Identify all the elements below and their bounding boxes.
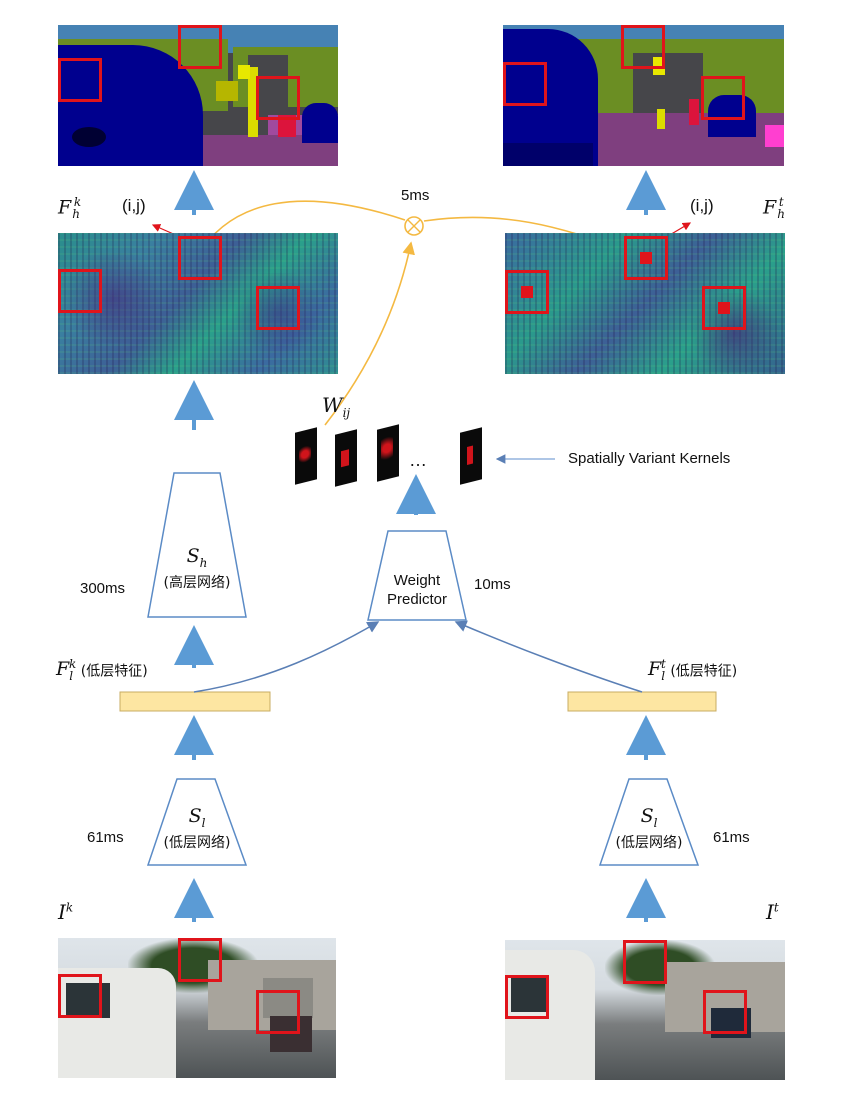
segmentation-map-left — [58, 25, 338, 166]
label-i-k: Ik — [58, 900, 74, 924]
timing-weight-predictor: 10ms — [474, 576, 511, 593]
kernel-n — [460, 427, 482, 485]
region-box — [58, 974, 102, 1018]
region-box — [703, 990, 747, 1034]
region-box — [256, 76, 300, 120]
kernel-2 — [335, 429, 357, 487]
feature-map-left — [58, 233, 338, 374]
feature-bar-left — [119, 691, 271, 712]
connector-flk-to-wp — [193, 621, 380, 693]
sl-right-label: Sl (低层网络) — [615, 805, 683, 851]
region-box — [58, 269, 102, 313]
region-box — [178, 236, 222, 280]
feature-bar-right — [567, 691, 717, 712]
feature-map-right — [505, 233, 785, 374]
input-frame-right — [505, 940, 785, 1080]
label-fl-k: Flk (低层特征) — [56, 657, 148, 684]
region-box — [178, 25, 222, 69]
warped-pixel — [521, 286, 533, 298]
region-box — [256, 286, 300, 330]
connector-flt-to-wp — [454, 620, 643, 693]
input-frame-left — [58, 938, 336, 1078]
region-box — [621, 25, 665, 69]
timing-sh: 300ms — [80, 580, 126, 597]
region-box — [503, 62, 547, 106]
flow-arrows — [174, 170, 666, 922]
kernel-3 — [377, 424, 399, 482]
label-i-t: It — [766, 900, 779, 924]
label-fl-t: Flt (低层特征) — [648, 657, 738, 684]
region-box — [623, 940, 667, 984]
region-box — [58, 58, 102, 102]
warped-pixel — [718, 302, 730, 314]
sh-label: Sh (高层网络) — [163, 545, 231, 591]
sl-right-block — [598, 778, 700, 866]
region-box — [701, 76, 745, 120]
region-box — [624, 236, 668, 280]
sl-left-label: Sl (低层网络) — [163, 805, 231, 851]
timing-sl-left: 61ms — [87, 829, 124, 846]
warped-pixel — [640, 252, 652, 264]
segmentation-map-right — [503, 25, 784, 166]
region-box — [505, 975, 549, 1019]
label-fh-k: Fhk — [58, 195, 82, 222]
label-fh-t: Fht — [763, 195, 785, 222]
sl-left-block — [146, 778, 248, 866]
kernels-ellipsis: … — [409, 450, 427, 470]
warp-curve-kernel — [324, 241, 415, 426]
label-ij-left: (i,j) — [122, 196, 146, 215]
label-w-ij: Wij — [322, 393, 351, 420]
kernel-1 — [295, 427, 317, 485]
region-box — [702, 286, 746, 330]
weight-predictor-block — [367, 530, 467, 621]
kernels-caption: Spatially Variant Kernels — [568, 450, 731, 467]
timing-combine: 5ms — [401, 187, 430, 204]
sh-block — [147, 472, 247, 618]
timing-sl-right: 61ms — [713, 829, 750, 846]
weight-predictor-label: Weight Predictor — [386, 572, 448, 608]
label-ij-right: (i,j) — [690, 196, 714, 215]
region-box — [256, 990, 300, 1034]
region-box — [505, 270, 549, 314]
combine-node — [404, 216, 424, 236]
region-box — [178, 938, 222, 982]
